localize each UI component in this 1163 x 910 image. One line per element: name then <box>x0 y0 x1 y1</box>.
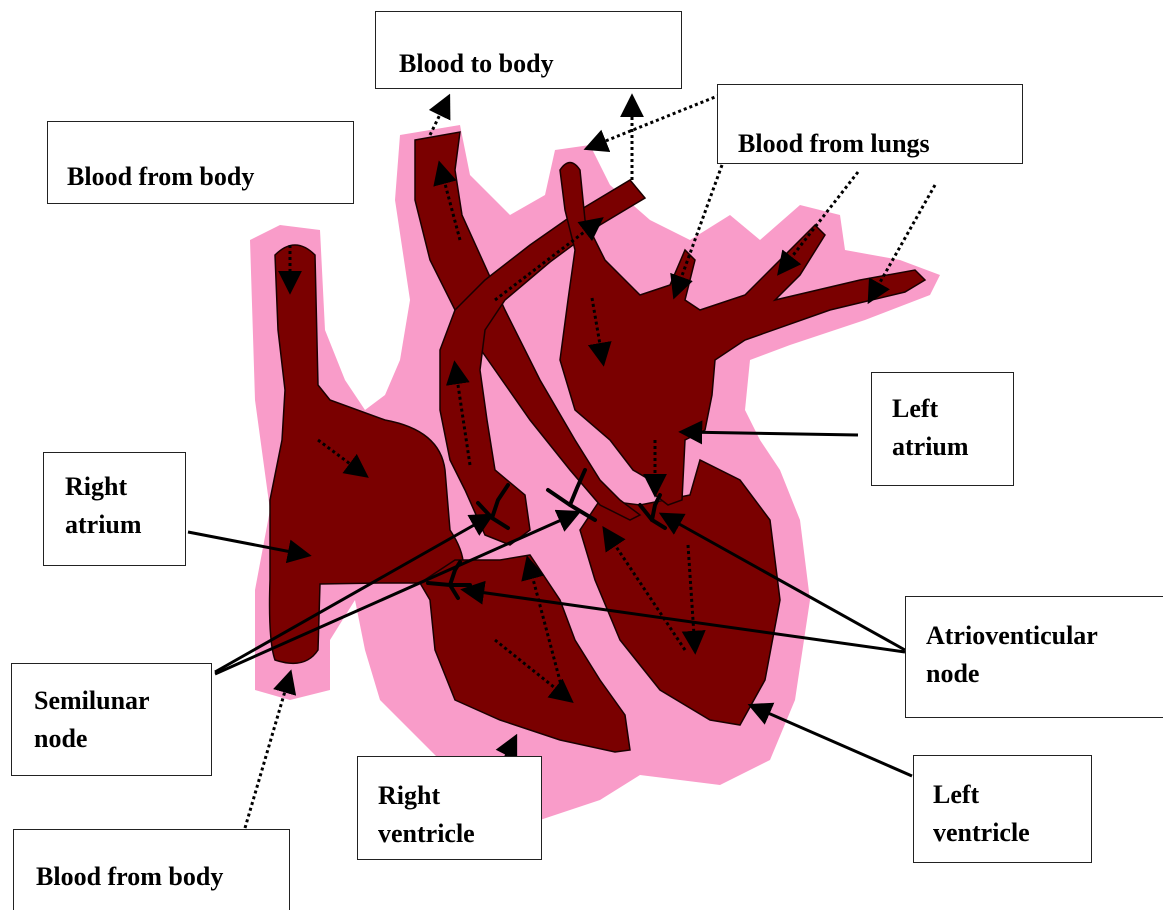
label-blood-from-body-top: Blood from body <box>47 121 354 204</box>
label-semilunar-node: Semilunar node <box>11 663 212 776</box>
blood-from-body-top-text: Blood from body <box>67 158 353 196</box>
semilunar-node-text-1: Semilunar <box>34 682 211 720</box>
label-blood-from-lungs: Blood from lungs <box>717 84 1023 164</box>
left-ventricle-text-1: Left <box>933 776 1091 814</box>
semilunar-node-text-2: node <box>34 720 211 758</box>
right-ventricle-text-1: Right <box>378 777 541 815</box>
right-atrium-text-2: atrium <box>65 506 185 544</box>
left-ventricle-text-2: ventricle <box>933 814 1091 852</box>
label-left-ventricle: Left ventricle <box>913 755 1092 863</box>
atrioventricular-node-text-2: node <box>926 655 1163 693</box>
label-right-atrium: Right atrium <box>43 452 186 566</box>
atrioventricular-node-text-1: Atrioventicular <box>926 617 1163 655</box>
blood-from-lungs-text: Blood from lungs <box>738 125 1022 163</box>
label-blood-from-body-bottom: Blood from body <box>13 829 290 910</box>
left-atrium-text-1: Left <box>892 390 1013 428</box>
right-ventricle-text-2: ventricle <box>378 815 541 853</box>
left-atrium-text-2: atrium <box>892 428 1013 466</box>
label-blood-to-body: Blood to body <box>375 11 682 89</box>
right-atrium-text-1: Right <box>65 468 185 506</box>
blood-to-body-text: Blood to body <box>399 45 681 83</box>
blood-from-body-bottom-text: Blood from body <box>36 858 289 896</box>
label-atrioventricular-node: Atrioventicular node <box>905 596 1163 718</box>
label-right-ventricle: Right ventricle <box>357 756 542 860</box>
label-left-atrium: Left atrium <box>871 372 1014 486</box>
